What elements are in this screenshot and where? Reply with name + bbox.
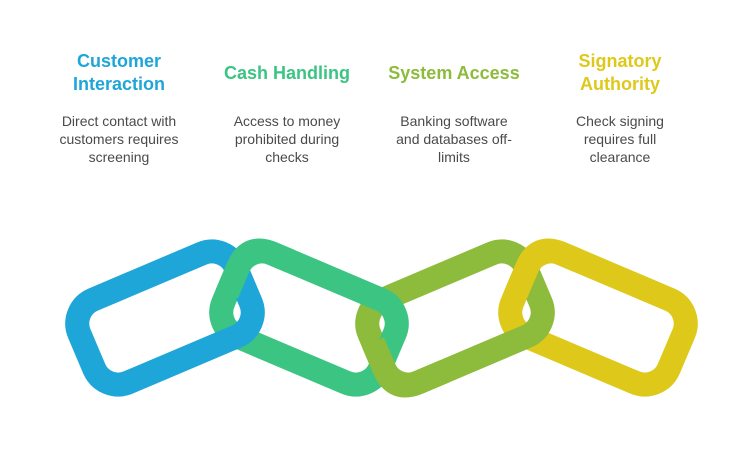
stage-system-access: System Access Banking software and datab… — [379, 50, 529, 166]
stage-cash-handling: Cash Handling Access to money prohibited… — [212, 50, 362, 166]
chain-overlap-system-over-cash — [361, 337, 450, 398]
stage-signatory-authority: Signatory Authority Check signing requir… — [545, 50, 695, 166]
chain-overlap-cash-over-customer — [215, 238, 295, 299]
chain-overlap-signatory-over-system — [504, 238, 584, 299]
stage-title: System Access — [388, 62, 520, 83]
stage-description: Banking software and databases off-limit… — [396, 113, 512, 165]
stage-title: Cash Handling — [223, 62, 350, 83]
stage-description: Direct contact with customers requires s… — [59, 113, 179, 165]
stage-title: Customer Interaction — [72, 51, 165, 94]
stage-description: Check signing requires full clearance — [576, 113, 664, 165]
stage-description: Access to money prohibited during checks — [233, 113, 341, 165]
stage-customer-interaction: Customer Interaction Direct contact with… — [44, 50, 194, 166]
stage-title: Signatory Authority — [578, 51, 662, 94]
